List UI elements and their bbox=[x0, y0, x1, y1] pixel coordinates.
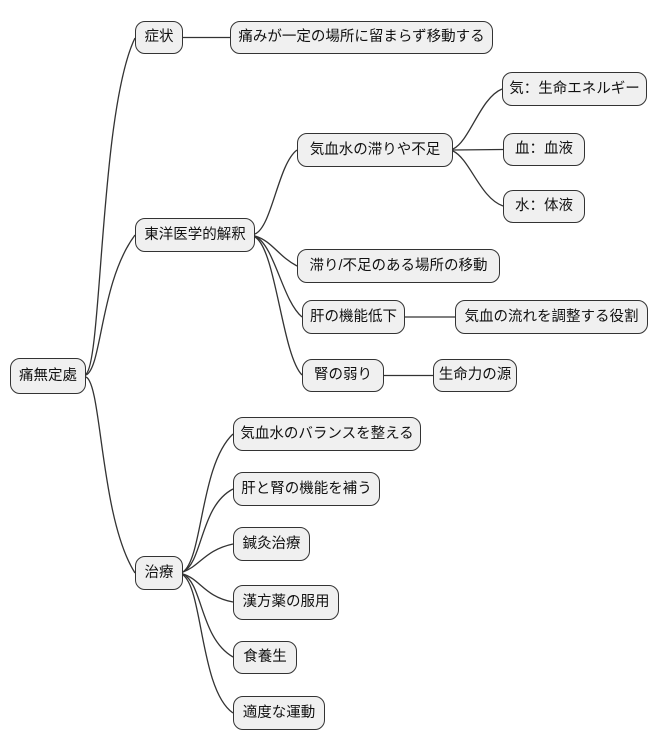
edge-root-interpretation bbox=[85, 234, 136, 376]
edge-root-symptom bbox=[85, 37, 136, 375]
edge-treatment-item-2 bbox=[182, 543, 234, 573]
node-kidney: 腎の弱り bbox=[302, 359, 384, 392]
node-water: 水：体液 bbox=[503, 190, 585, 223]
edge-interp-qbw bbox=[254, 149, 298, 235]
edge-treatment-item-4 bbox=[182, 573, 234, 658]
node-symptom: 症状 bbox=[135, 21, 183, 54]
edge-interp-liver bbox=[254, 235, 303, 318]
edge-treatment-item-0 bbox=[182, 433, 234, 573]
node-liver-desc: 気血の流れを調整する役割 bbox=[455, 300, 648, 334]
node-treatment-item: 肝と腎の機能を補う bbox=[233, 472, 380, 506]
node-treatment-item: 気血水のバランスを整える bbox=[233, 417, 421, 451]
node-treatment-item: 適度な運動 bbox=[233, 696, 325, 730]
edge-qbw-blood bbox=[452, 148, 504, 151]
edge-treatment-item-1 bbox=[182, 488, 234, 573]
node-qi: 気：生命エネルギー bbox=[502, 72, 647, 106]
node-treatment: 治療 bbox=[135, 556, 183, 590]
node-treatment-item: 漢方薬の服用 bbox=[233, 585, 339, 620]
edge-qbw-qi bbox=[452, 88, 503, 150]
node-symptom-desc: 痛みが一定の場所に留まらず移動する bbox=[230, 21, 493, 54]
node-kidney-desc: 生命力の源 bbox=[433, 359, 517, 392]
node-qi-blood-water: 気血水の滞りや不足 bbox=[297, 133, 453, 167]
node-blood: 血：血液 bbox=[503, 133, 585, 166]
edge-qbw-water bbox=[452, 150, 504, 207]
edge-root-treatment bbox=[85, 376, 136, 574]
node-treatment-item: 食養生 bbox=[233, 641, 297, 674]
edge-interp-kidney bbox=[254, 236, 303, 376]
edge-treatment-item-5 bbox=[182, 574, 234, 714]
node-liver: 肝の機能低下 bbox=[302, 300, 405, 334]
node-root: 痛無定處 bbox=[10, 358, 86, 394]
edge-interp-movement bbox=[254, 235, 298, 267]
node-interpretation: 東洋医学的解釈 bbox=[135, 218, 255, 252]
node-treatment-item: 鍼灸治療 bbox=[233, 527, 310, 561]
node-movement: 滞り/不足のある場所の移動 bbox=[297, 249, 500, 283]
edge-treatment-item-3 bbox=[182, 573, 234, 603]
